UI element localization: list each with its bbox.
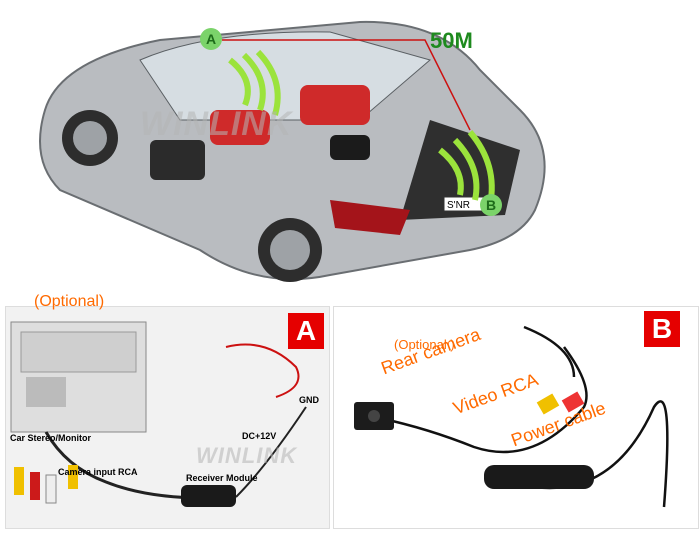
watermark: WINLINK xyxy=(140,105,293,143)
watermark-a: WINLINK xyxy=(196,443,298,468)
camera-input-label: Camera input RCA xyxy=(58,467,138,477)
point-a-marker: A xyxy=(200,28,222,50)
gnd-label: GND xyxy=(299,395,319,405)
distance-label: 50M xyxy=(430,28,473,53)
badge-b: B xyxy=(644,311,680,347)
optional-label: (Optional) xyxy=(34,293,105,310)
power-label: DC+12V xyxy=(242,431,277,441)
car-stereo-label: Car Stereo/Monitor xyxy=(10,433,92,443)
optional-camera-label: (Optional ) xyxy=(394,337,455,352)
point-b-marker: B xyxy=(480,194,502,216)
camera-kit-illustration xyxy=(354,325,669,508)
car-diagram: S'NR A B 50M WINLINK xyxy=(39,20,546,282)
badge-a: A xyxy=(288,313,324,349)
panel-a: (Optional) A Car Stereo/Monitor Camera i… xyxy=(5,293,330,529)
receiver-wiring-illustration xyxy=(10,321,307,507)
receiver-module-label: Receiver Module xyxy=(186,473,258,483)
car-illustration: S'NR xyxy=(39,20,546,282)
plate-text: S'NR xyxy=(447,200,470,211)
panel-b: B (Optional ) Rear camera Video RCA Powe… xyxy=(333,306,699,529)
